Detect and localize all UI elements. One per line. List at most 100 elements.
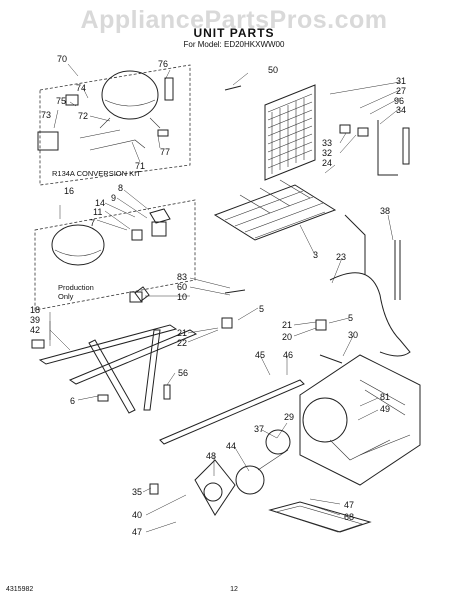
- fan-blade-shape: [265, 429, 291, 455]
- suction-line-b-shape: [344, 214, 366, 275]
- capillary-shape: [224, 85, 242, 91]
- footer-doc-number: 4315982: [6, 586, 34, 593]
- leaders-low: [49, 277, 354, 401]
- callout-27: 27: [396, 86, 406, 96]
- callout-14: 14: [95, 198, 105, 208]
- callout-21b: 21: [282, 320, 292, 330]
- callout-6: 6: [70, 396, 75, 406]
- production-note-line1: Production: [58, 283, 94, 292]
- condenser-coil: [264, 84, 316, 181]
- callout-76: 76: [158, 59, 168, 69]
- callout-labels: 70 74 75 73 72 76 77 71 50 31 27 96 34 3…: [30, 54, 406, 537]
- callout-31: 31: [396, 76, 406, 86]
- base-frame: [38, 324, 198, 414]
- compressor-kit-seam: [104, 99, 156, 107]
- callout-75: 75: [56, 96, 66, 106]
- callout-74: 74: [76, 83, 86, 93]
- callout-9: 9: [111, 193, 116, 203]
- clip-21-shape: [221, 317, 233, 329]
- fan-motor-shape: [235, 465, 265, 495]
- compressor-kit-shape: [101, 70, 159, 120]
- tube-assy-shape: [377, 120, 398, 176]
- callout-3: 3: [313, 250, 318, 260]
- callout-72: 72: [78, 111, 88, 121]
- callout-21a: 21: [177, 328, 187, 338]
- kit-dashed-box: [39, 64, 191, 186]
- callout-11: 11: [93, 207, 102, 217]
- callout-42: 42: [30, 325, 40, 335]
- overload-shape: [65, 94, 79, 106]
- leaders-mid: [59, 189, 394, 284]
- clip2-shape: [357, 127, 369, 137]
- callout-56: 56: [178, 368, 188, 378]
- callout-34: 34: [396, 105, 406, 115]
- callout-38: 38: [380, 206, 390, 216]
- callout-70: 70: [57, 54, 67, 64]
- callout-32: 32: [322, 148, 332, 158]
- callout-46: 46: [283, 350, 293, 360]
- callout-33: 33: [322, 138, 332, 148]
- callout-40: 40: [132, 510, 142, 520]
- callout-49: 49: [380, 404, 390, 414]
- callout-35: 35: [132, 487, 142, 497]
- heater-shape: [224, 289, 246, 294]
- relay-box-shape: [37, 131, 59, 151]
- callout-20: 20: [282, 332, 292, 342]
- grommet-shape: [203, 482, 223, 502]
- callout-16: 16: [64, 186, 74, 196]
- callout-5b: 5: [348, 313, 353, 323]
- clip-18-shape: [31, 339, 45, 349]
- rail-shape: [159, 379, 305, 445]
- callout-73: 73: [41, 110, 51, 120]
- overload-prod-shape: [151, 221, 167, 237]
- wire-harness-shape: [79, 129, 146, 151]
- grommet-kit-shape: [157, 129, 169, 137]
- production-dashed-box: [34, 199, 196, 311]
- spacer-6-shape: [97, 394, 109, 402]
- thermistor-shape: [134, 286, 150, 302]
- watermark: AppliancePartsPros.com: [80, 6, 388, 34]
- motor-bracket-shape: [194, 459, 236, 516]
- callout-48: 48: [206, 451, 216, 461]
- start-relay-shape: [149, 208, 171, 224]
- leaders-bottom: [142, 397, 379, 533]
- production-note-line2: Only: [58, 292, 74, 301]
- diagram-title: UNIT PARTS: [193, 26, 275, 40]
- drain-pan-shape: [268, 501, 372, 533]
- callout-83: 83: [177, 272, 187, 282]
- part-35-shape: [149, 483, 159, 495]
- callout-50: 50: [268, 65, 278, 75]
- footer-page-number: 12: [230, 586, 238, 593]
- callout-23: 23: [336, 252, 346, 262]
- callout-37: 37: [254, 424, 264, 434]
- evaporator-coil: [213, 179, 337, 241]
- clip-21b-shape: [315, 319, 327, 331]
- leaders-top: [53, 63, 401, 174]
- callout-77: 77: [160, 147, 170, 157]
- tube-30-shape: [319, 354, 343, 364]
- kit-label: R134A CONVERSION KIT: [52, 169, 141, 178]
- callout-68: 68: [344, 512, 354, 522]
- callout-47a: 47: [132, 527, 142, 537]
- screw-56-shape: [163, 384, 171, 400]
- callout-7: 7: [90, 218, 95, 228]
- clip-shape: [339, 124, 351, 134]
- model-line: For Model: ED20HKXWW00: [183, 40, 285, 49]
- callout-18: 18: [30, 305, 40, 315]
- callout-96: 96: [394, 96, 404, 106]
- callout-81: 81: [380, 392, 390, 402]
- callout-30: 30: [348, 330, 358, 340]
- fan-bracket: [299, 354, 421, 486]
- drier-shape: [402, 127, 410, 165]
- compressor-prod-shape: [51, 224, 105, 266]
- callout-60: 60: [177, 282, 187, 292]
- suction-line-shape: [329, 272, 411, 357]
- callout-45: 45: [255, 350, 265, 360]
- callout-71: 71: [135, 161, 145, 171]
- callout-29: 29: [284, 412, 294, 422]
- drain-pan-inner-shape: [274, 505, 364, 533]
- compressor-prod-seam: [54, 249, 102, 257]
- callout-10: 10: [177, 292, 187, 302]
- callout-44: 44: [226, 441, 236, 451]
